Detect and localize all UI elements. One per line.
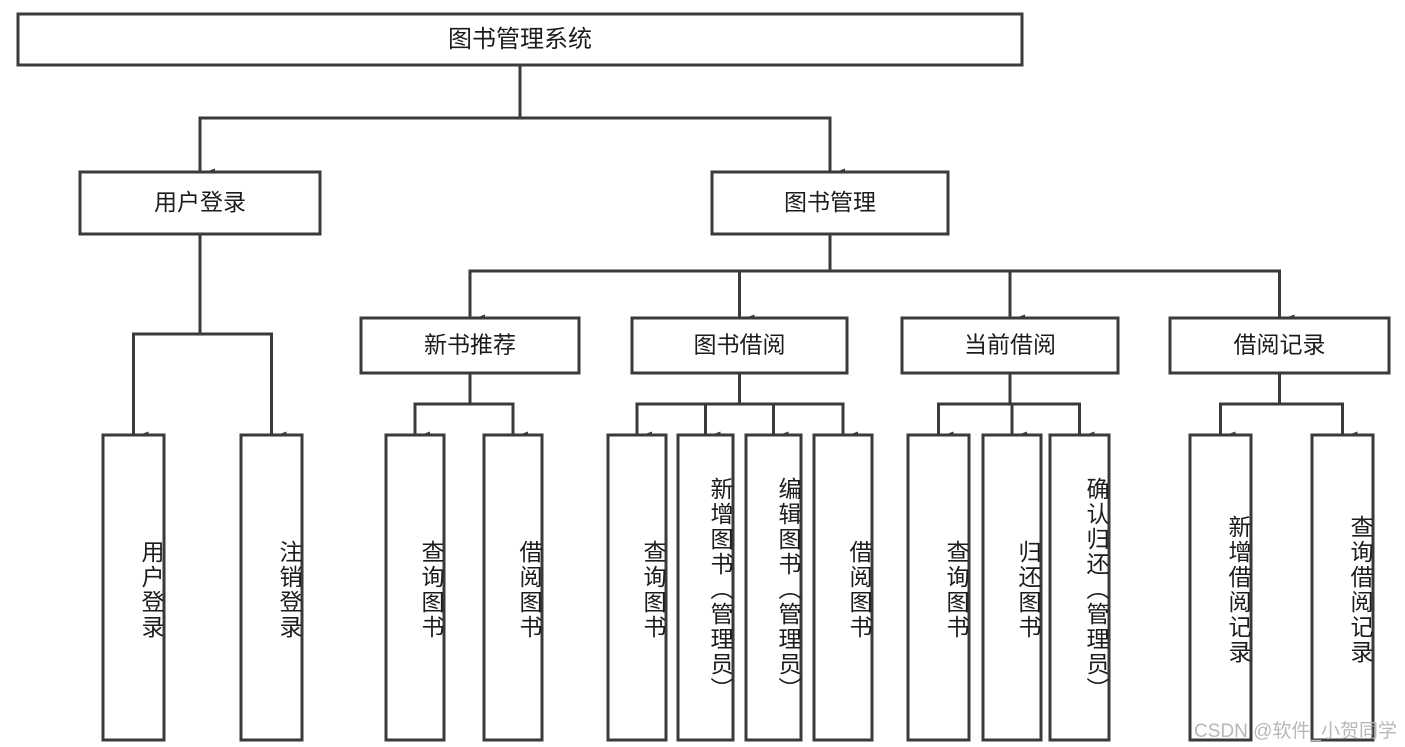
leaf-box-12[interactable]: [1310, 433, 1375, 742]
connector-layer: [132, 63, 1358, 443]
node-label-level1-1: 图书管理: [784, 189, 876, 215]
node-label-root: 图书管理系统: [448, 26, 592, 53]
leaf-box-1[interactable]: [239, 433, 304, 742]
watermark-text: CSDN @软件_小贺同学: [1194, 721, 1397, 742]
node-box-root[interactable]: [16, 12, 1024, 67]
leaf-box-10[interactable]: [1048, 433, 1111, 742]
node-label-level1-0: 用户登录: [154, 189, 246, 215]
leaf-box-6[interactable]: [744, 433, 803, 742]
node-box-level2-1[interactable]: [630, 316, 849, 375]
leaf-box-9[interactable]: [981, 433, 1043, 742]
node-label-level2-1: 图书借阅: [694, 332, 786, 358]
leaf-box-3[interactable]: [482, 433, 544, 742]
leaf-box-7[interactable]: [812, 433, 874, 742]
leaf-box-2[interactable]: [384, 433, 446, 742]
node-box-level2-3[interactable]: [1168, 316, 1391, 375]
leaf-box-5[interactable]: [676, 433, 735, 742]
leaf-box-8[interactable]: [906, 433, 971, 742]
node-box-level2-0[interactable]: [359, 316, 581, 375]
node-box-level1-0[interactable]: [78, 170, 322, 236]
node-label-level2-3: 借阅记录: [1234, 332, 1326, 358]
node-label-level2-0: 新书推荐: [424, 332, 516, 358]
leaf-box-4[interactable]: [606, 433, 668, 742]
node-label-level2-2: 当前借阅: [964, 332, 1056, 358]
box-layer: [16, 12, 1391, 742]
node-box-level1-1[interactable]: [710, 170, 950, 236]
leaf-box-11[interactable]: [1188, 433, 1253, 742]
leaf-box-0[interactable]: [101, 433, 166, 742]
node-box-level2-2[interactable]: [900, 316, 1120, 375]
